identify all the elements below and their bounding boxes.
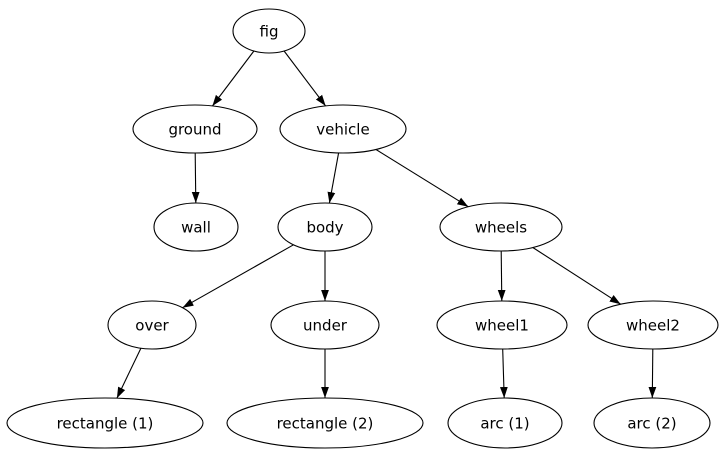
node-under: under (270, 300, 380, 350)
node-body: body (277, 202, 373, 252)
node-ellipse-under (270, 300, 380, 350)
node-ellipse-vehicle (279, 104, 407, 154)
edge-vehicle-body (327, 152, 340, 204)
node-ellipse-ground (132, 104, 258, 154)
edge-fig-ground (211, 50, 255, 107)
node-label-arc2: arc (2) (627, 415, 676, 433)
edge-wheels-wheel2 (532, 247, 621, 305)
node-over: over (107, 300, 197, 350)
edge-wheels-wheel1 (497, 250, 506, 302)
node-rect2: rectangle (2) (226, 397, 424, 449)
node-ellipse-fig (232, 8, 306, 54)
node-ellipse-arc1 (447, 397, 563, 449)
edges-layer (116, 50, 657, 399)
node-ellipse-body (277, 202, 373, 252)
node-label-wheels: wheels (475, 219, 527, 237)
node-label-arc1: arc (1) (480, 415, 529, 433)
node-ellipse-wheel1 (436, 300, 568, 350)
node-wheel2: wheel2 (587, 300, 719, 350)
node-rect1: rectangle (1) (6, 397, 204, 449)
node-ellipse-wall (153, 202, 239, 252)
node-wall: wall (153, 202, 239, 252)
node-label-wheel1: wheel1 (475, 317, 529, 335)
edge-body-over (182, 244, 294, 309)
node-label-rect1: rectangle (1) (57, 415, 154, 433)
node-label-wheel2: wheel2 (626, 317, 680, 335)
edge-wheel2-arc2 (648, 348, 657, 399)
edge-over-rect1 (116, 347, 142, 399)
node-label-rect2: rectangle (2) (277, 415, 374, 433)
node-wheels: wheels (439, 202, 563, 252)
node-label-wall: wall (181, 219, 211, 237)
node-label-vehicle: vehicle (316, 121, 369, 139)
node-ellipse-rect2 (226, 397, 424, 449)
node-ellipse-over (107, 300, 197, 350)
node-wheel1: wheel1 (436, 300, 568, 350)
node-label-body: body (306, 219, 343, 237)
node-label-fig: fig (260, 23, 279, 41)
node-ellipse-arc2 (593, 397, 711, 449)
edge-fig-vehicle (283, 50, 327, 107)
node-ellipse-wheel2 (587, 300, 719, 350)
edge-wheel1-arc1 (499, 348, 508, 399)
edge-vehicle-wheels (375, 149, 469, 208)
node-label-over: over (135, 317, 169, 335)
node-arc1: arc (1) (447, 397, 563, 449)
node-fig: fig (232, 8, 306, 54)
node-label-ground: ground (168, 121, 221, 139)
node-label-under: under (303, 317, 348, 335)
node-vehicle: vehicle (279, 104, 407, 154)
node-arc2: arc (2) (593, 397, 711, 449)
edge-ground-wall (191, 152, 200, 204)
nodes-layer: fig ground vehicle wall body wheels over under w… (6, 8, 719, 449)
node-ground: ground (132, 104, 258, 154)
node-ellipse-rect1 (6, 397, 204, 449)
node-ellipse-wheels (439, 202, 563, 252)
